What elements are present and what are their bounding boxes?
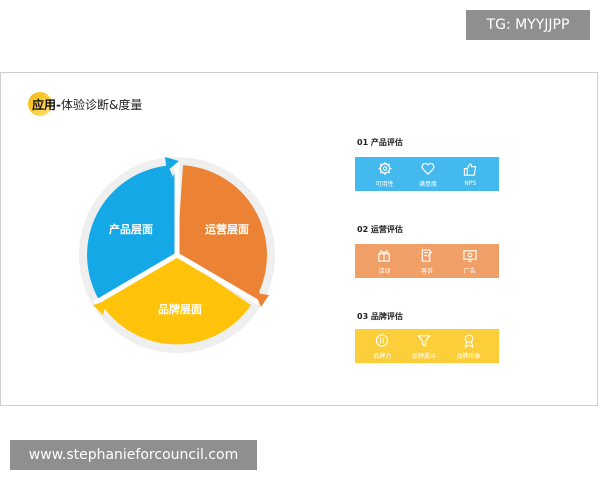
arrow-tip-product bbox=[165, 157, 179, 171]
item-brand-funnel: 品牌漏斗 bbox=[412, 333, 436, 360]
label-product: 产品层面 bbox=[109, 222, 153, 236]
title-accent-dot bbox=[28, 92, 52, 116]
heart-icon bbox=[421, 162, 435, 175]
label-brand: 品牌层面 bbox=[158, 302, 202, 316]
ad-icon bbox=[462, 249, 477, 262]
item-complaint: 客诉 bbox=[419, 248, 435, 275]
separator-right bbox=[175, 252, 261, 306]
slide-title: 应用-体验诊断&度量 bbox=[28, 92, 142, 116]
top-watermark: TG: MYYJJPP bbox=[466, 10, 590, 40]
title-bold: 应用 bbox=[32, 97, 57, 112]
funnel-icon bbox=[417, 334, 431, 347]
thumbs-up-icon bbox=[464, 162, 477, 176]
item-activity: 活动 bbox=[376, 248, 392, 275]
title-rest: 体验诊断&度量 bbox=[61, 97, 143, 112]
operation-eval-bar: 活动 客诉 广告 bbox=[355, 244, 499, 278]
brand-eval-bar: 品牌力 品牌漏斗 品牌形象 bbox=[355, 329, 499, 363]
bottom-watermark: www.stephanieforcouncil.com bbox=[10, 440, 257, 470]
gear-icon bbox=[378, 161, 392, 175]
item-nps: NPS bbox=[462, 162, 478, 187]
item-satisfaction: 满意度 bbox=[419, 161, 437, 188]
item-ad: 广告 bbox=[462, 248, 478, 275]
section-title-brand: 03 品牌评估 bbox=[357, 312, 403, 321]
section-title-operation: 02 运营评估 bbox=[357, 225, 403, 234]
complaint-icon bbox=[421, 248, 433, 262]
badge-icon bbox=[464, 333, 474, 348]
label-operation: 运营层面 bbox=[205, 222, 249, 236]
segment-brand bbox=[97, 255, 251, 345]
item-usability: 可用性 bbox=[376, 161, 394, 188]
arrow-tip-operation bbox=[255, 293, 269, 307]
product-eval-bar: 可用性 满意度 NPS bbox=[355, 157, 499, 191]
item-brand-power: 品牌力 bbox=[373, 333, 391, 360]
arrow-tip-brand bbox=[93, 301, 107, 315]
cycle-pie-diagram: 产品层面 运营层面 品牌层面 bbox=[79, 157, 275, 353]
section-title-product: 01 产品评估 bbox=[357, 138, 403, 147]
slide: 应用-体验诊断&度量 产品层面 运营层面 品牌层面 01 产品评估 可用性 满意… bbox=[0, 72, 598, 406]
item-brand-image: 品牌形象 bbox=[457, 333, 481, 360]
gift-icon bbox=[378, 249, 391, 262]
title-sep: - bbox=[56, 97, 61, 112]
separator-left bbox=[93, 252, 179, 306]
brand-power-icon bbox=[376, 333, 389, 347]
